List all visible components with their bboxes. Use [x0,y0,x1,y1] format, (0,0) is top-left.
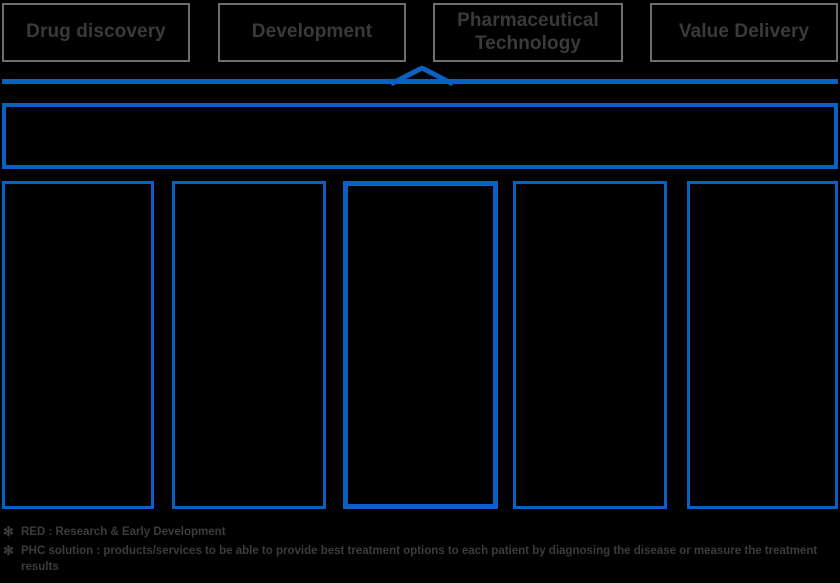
column-card-1[interactable] [2,181,154,509]
phase-tab-development[interactable]: Development [218,3,406,62]
phase-rail [2,79,838,84]
column-card-5[interactable] [687,181,838,509]
phase-tab-label: Value Delivery [678,21,810,43]
asterisk-icon: ✻ [3,524,14,539]
banner-box [2,103,838,169]
footnote-phc: ✻ PHC solution : products/services to be… [0,543,840,576]
phase-tab-label: Development [251,21,373,43]
phase-tab-drug-discovery[interactable]: Drug discovery [2,3,190,62]
footnote-red: ✻ RED : Research & Early Development [0,524,840,541]
phase-tab-label: Pharmaceutical Technology [457,10,599,54]
footnote-text: PHC solution : products/services to be a… [21,544,818,574]
phase-tab-label: Drug discovery [26,21,166,43]
chevron-up-marker-icon [389,65,455,87]
footnote-list: ✻ RED : Research & Early Development ✻ P… [0,524,840,578]
column-card-3[interactable] [343,181,498,509]
footnote-text: RED : Research & Early Development [21,526,226,538]
column-card-4[interactable] [513,181,667,509]
column-card-2[interactable] [172,181,326,509]
asterisk-icon: ✻ [3,542,14,558]
phase-tab-value-delivery[interactable]: Value Delivery [650,3,838,62]
phase-tab-pharmaceutical-technology[interactable]: Pharmaceutical Technology [433,3,623,62]
